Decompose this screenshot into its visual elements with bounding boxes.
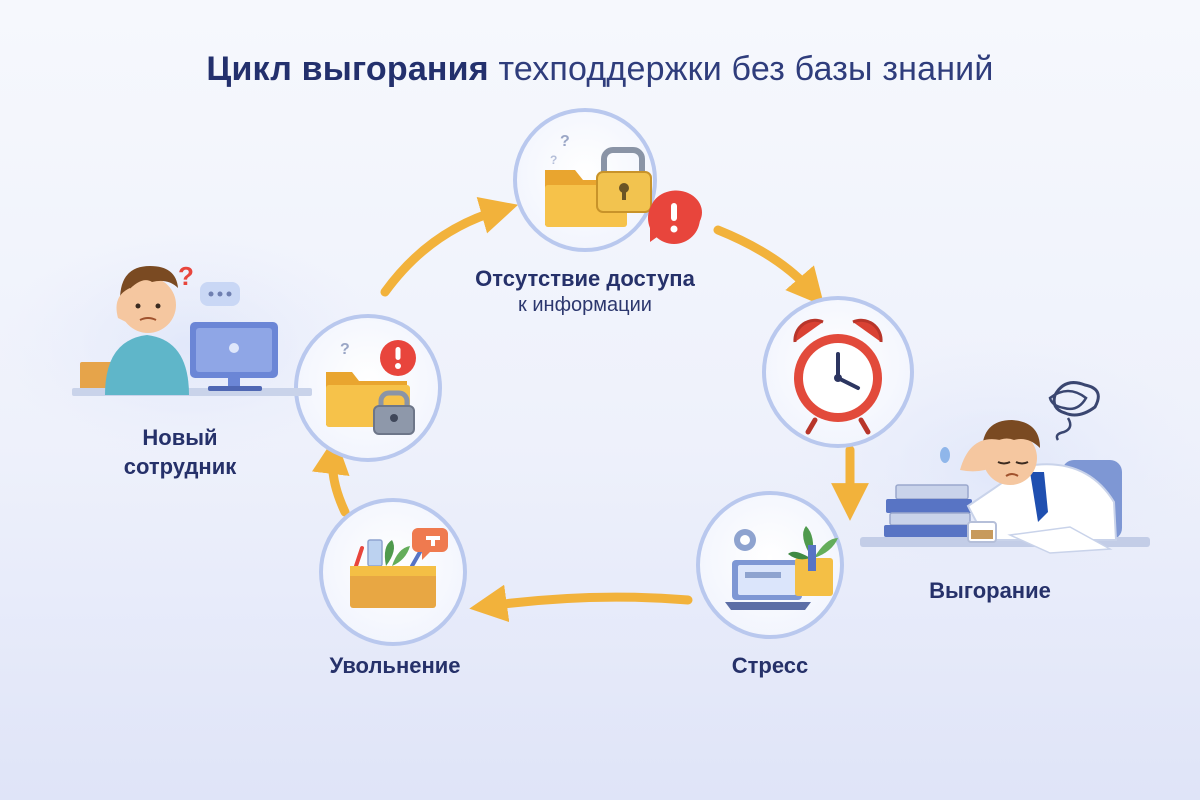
burnout-illustration bbox=[860, 381, 1150, 554]
stage-dismissal-circle bbox=[319, 498, 467, 646]
diagram-title: Цикл выгорания техподдержки без базы зна… bbox=[0, 50, 1200, 89]
stage-label-new-employee-line2: сотрудник bbox=[123, 454, 237, 479]
stage-stress-circle bbox=[696, 491, 844, 639]
stage-new-employee-circle: ? bbox=[294, 314, 442, 462]
alarm-clock-icon bbox=[793, 318, 883, 435]
stage-label-dismissal: Увольнение bbox=[329, 653, 461, 678]
stage-label-burnout: Выгорание bbox=[929, 578, 1051, 603]
laptop-plant-icon bbox=[725, 526, 838, 610]
title-rest: техподдержки без базы знаний bbox=[498, 50, 994, 88]
arrow-new-to-access bbox=[380, 197, 519, 297]
stage-no-access-circle: ? ? bbox=[513, 108, 702, 252]
stage-sublabel-no-access: к информации bbox=[518, 294, 652, 316]
svg-text:?: ? bbox=[178, 261, 194, 291]
title-bold: Цикл выгорания bbox=[206, 50, 489, 88]
box-with-belongings-icon bbox=[350, 528, 448, 608]
stage-label-no-access: Отсутствие доступа bbox=[475, 266, 695, 291]
folder-lock-alert-icon: ? ? bbox=[545, 133, 702, 244]
stage-label-stress: Стресс bbox=[731, 653, 809, 678]
arrow-stress-to-dismissal bbox=[469, 584, 693, 623]
svg-text:?: ? bbox=[340, 341, 350, 358]
svg-text:?: ? bbox=[560, 133, 570, 150]
arrow-access-to-clock bbox=[713, 225, 825, 307]
folder-lock-alert-icon: ? bbox=[326, 340, 416, 435]
cycle-arrows bbox=[311, 197, 869, 623]
new-employee-illustration: ? bbox=[72, 261, 312, 396]
svg-text:?: ? bbox=[550, 153, 557, 167]
stage-label-new-employee-line1: Новый bbox=[142, 425, 218, 450]
arrow-dismissal-to-new bbox=[311, 436, 350, 517]
stage-clock-circle bbox=[762, 296, 914, 448]
